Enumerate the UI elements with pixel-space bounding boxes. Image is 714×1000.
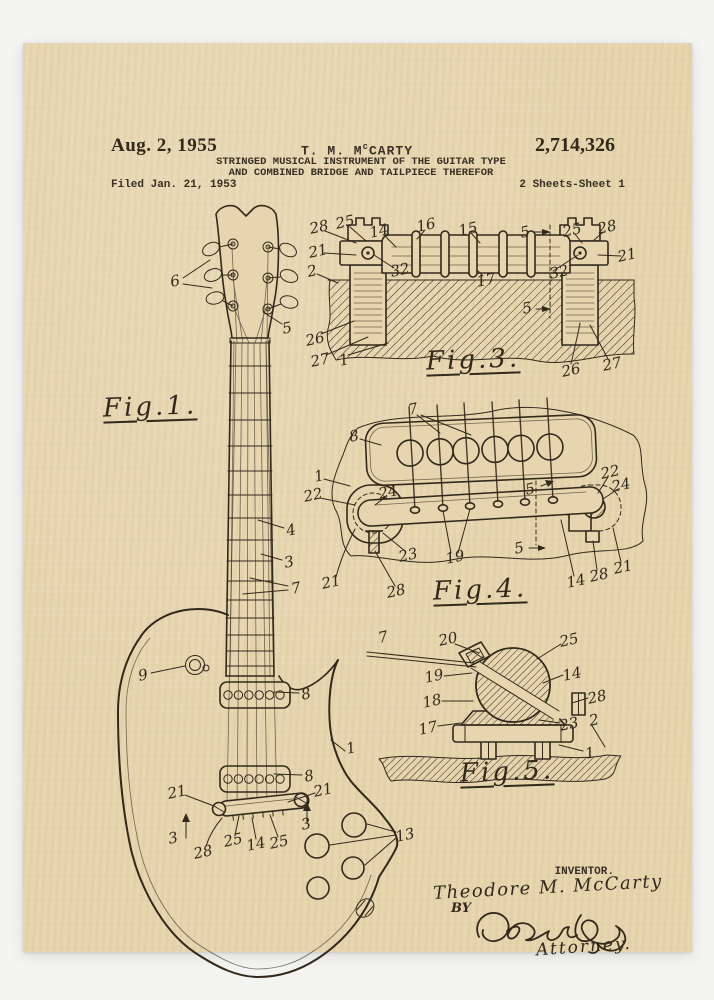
inventor-signature-name: Theodore M. McCarty bbox=[432, 871, 664, 904]
fig3-leader-lines bbox=[316, 226, 622, 365]
body-binding-line bbox=[125, 637, 372, 970]
inventor-name-pre: T. M. M bbox=[300, 143, 363, 159]
figure-3-caption: Fig.3. bbox=[425, 343, 521, 377]
inventor-heading: INVENTOR. bbox=[554, 866, 614, 878]
arrow-5-top bbox=[542, 229, 551, 235]
arrow-5-bottom bbox=[542, 306, 551, 312]
right-mounting-post bbox=[551, 217, 609, 346]
nut bbox=[229, 337, 271, 344]
guitar-line-art bbox=[117, 204, 399, 978]
pickup-top-view bbox=[364, 413, 598, 487]
section-arrow bbox=[182, 813, 190, 822]
by-label: BY bbox=[451, 901, 472, 916]
patent-number: 2,714,326 bbox=[535, 134, 615, 156]
filed-date: Filed Jan. 21, 1953 bbox=[111, 179, 237, 191]
headstock-strings bbox=[231, 247, 269, 344]
control-knobs bbox=[304, 812, 367, 900]
bridge-detail-line-art bbox=[366, 641, 622, 784]
bridge-pickup bbox=[219, 765, 291, 793]
base-plate bbox=[452, 724, 574, 743]
guitar-body-outline bbox=[117, 608, 399, 978]
sheet-info: 2 Sheets-Sheet 1 bbox=[519, 179, 625, 191]
body-fragment-outline bbox=[331, 406, 648, 563]
guitar-top-section bbox=[326, 279, 636, 363]
bridge-bar-top-view bbox=[357, 486, 604, 527]
patent-title-line2: AND COMBINED BRIDGE AND TAILPIECE THEREF… bbox=[228, 167, 494, 179]
patent-paper: Aug. 2, 1955 2,714,326 T. M. McCARTY STR… bbox=[23, 43, 692, 978]
patent-date: Aug. 2, 1955 bbox=[111, 135, 218, 156]
fingerboard bbox=[225, 340, 275, 677]
fig5-leader-lines bbox=[437, 643, 606, 752]
body-strings bbox=[226, 343, 278, 808]
output-jack bbox=[355, 898, 375, 918]
patent-title-line1: STRINGED MUSICAL INSTRUMENT OF THE GUITA… bbox=[216, 156, 506, 168]
section-arrow bbox=[303, 802, 311, 811]
neck-pickup bbox=[219, 681, 291, 709]
bridge-section-line-art bbox=[316, 217, 637, 365]
attorney-signature-squiggle bbox=[476, 912, 627, 954]
headstock bbox=[215, 204, 280, 339]
string-ridges bbox=[411, 230, 536, 278]
string-line bbox=[366, 651, 475, 664]
fig1-leader-lines bbox=[150, 259, 397, 866]
inventor-name-header: T. M. McCARTY bbox=[257, 142, 457, 158]
frets bbox=[225, 365, 275, 667]
inventor-name-post: CARTY bbox=[369, 143, 414, 159]
bar-edge-line bbox=[374, 491, 587, 506]
string-holes bbox=[409, 496, 559, 515]
arrow-5-top bbox=[545, 480, 554, 487]
strings-top-view bbox=[408, 397, 554, 511]
figure-5-caption: Fig.5. bbox=[459, 755, 555, 789]
toggle-switch bbox=[185, 655, 210, 675]
figure-1-caption: Fig.1. bbox=[102, 390, 198, 424]
arrow-5-bottom bbox=[538, 545, 546, 551]
fig4-leader-lines bbox=[319, 414, 622, 587]
inventor-name-sup: c bbox=[362, 142, 369, 152]
figure-4-caption: Fig.4. bbox=[432, 573, 528, 607]
pickup-bridge-line-art bbox=[319, 397, 648, 587]
string-slot bbox=[469, 659, 561, 720]
bridge-tailpiece bbox=[211, 792, 310, 821]
